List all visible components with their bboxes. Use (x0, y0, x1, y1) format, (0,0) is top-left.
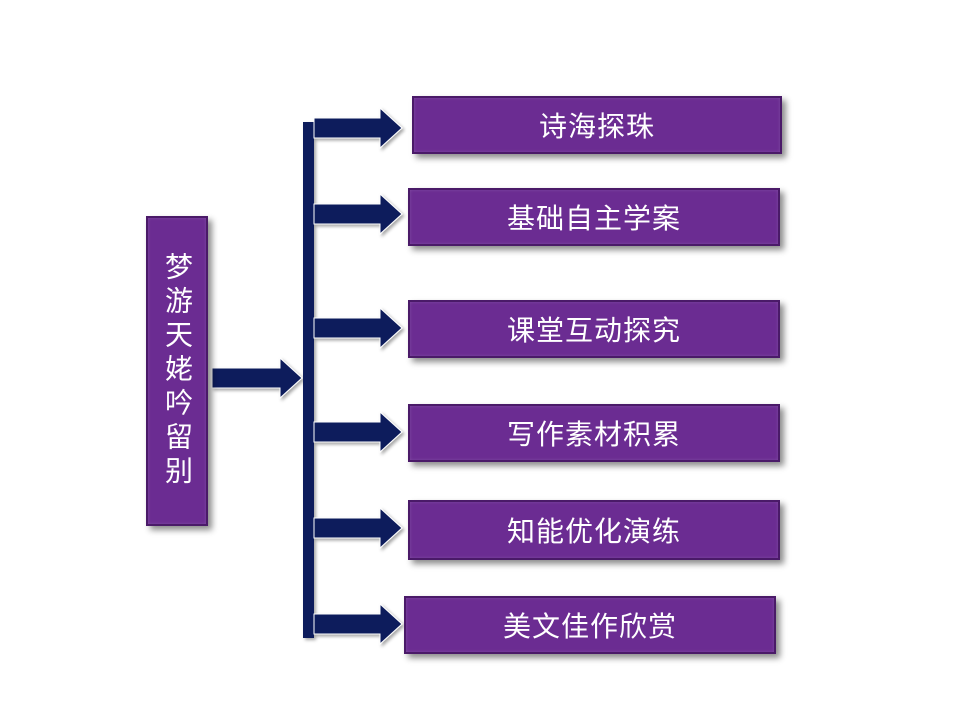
branch-xiezuo-sucai-jilei[interactable]: 写作素材积累 (408, 404, 780, 462)
branch-arrow-1 (313, 192, 403, 236)
branch-label: 基础自主学案 (506, 202, 681, 235)
branch-meiwen-jiazuo-xinshang[interactable]: 美文佳作欣赏 (404, 596, 776, 654)
branch-label: 知能优化演练 (506, 515, 681, 548)
branch-zhineng-youhua-yanlian[interactable]: 知能优化演练 (408, 500, 780, 560)
branch-arrow-2 (313, 306, 403, 350)
root-topic-label: 梦游天姥吟留别 (161, 252, 194, 490)
root-to-trunk-arrow (211, 356, 303, 400)
trunk-connector (303, 122, 314, 638)
branch-arrow-4 (313, 506, 403, 550)
branch-label: 诗海探珠 (538, 110, 655, 143)
branch-label: 美文佳作欣赏 (502, 610, 677, 643)
branch-shihai-tanzhu[interactable]: 诗海探珠 (412, 96, 782, 154)
branch-arrow-0 (313, 106, 403, 150)
branch-arrow-3 (313, 410, 403, 454)
branch-label: 写作素材积累 (506, 418, 681, 451)
root-topic-box[interactable]: 梦游天姥吟留别 (146, 216, 208, 526)
branch-arrow-5 (313, 602, 403, 646)
branch-ketang-hudong-tanjiu[interactable]: 课堂互动探究 (408, 300, 780, 358)
branch-label: 课堂互动探究 (506, 314, 681, 347)
branch-jichu-zizhu-xuean[interactable]: 基础自主学案 (408, 188, 780, 246)
